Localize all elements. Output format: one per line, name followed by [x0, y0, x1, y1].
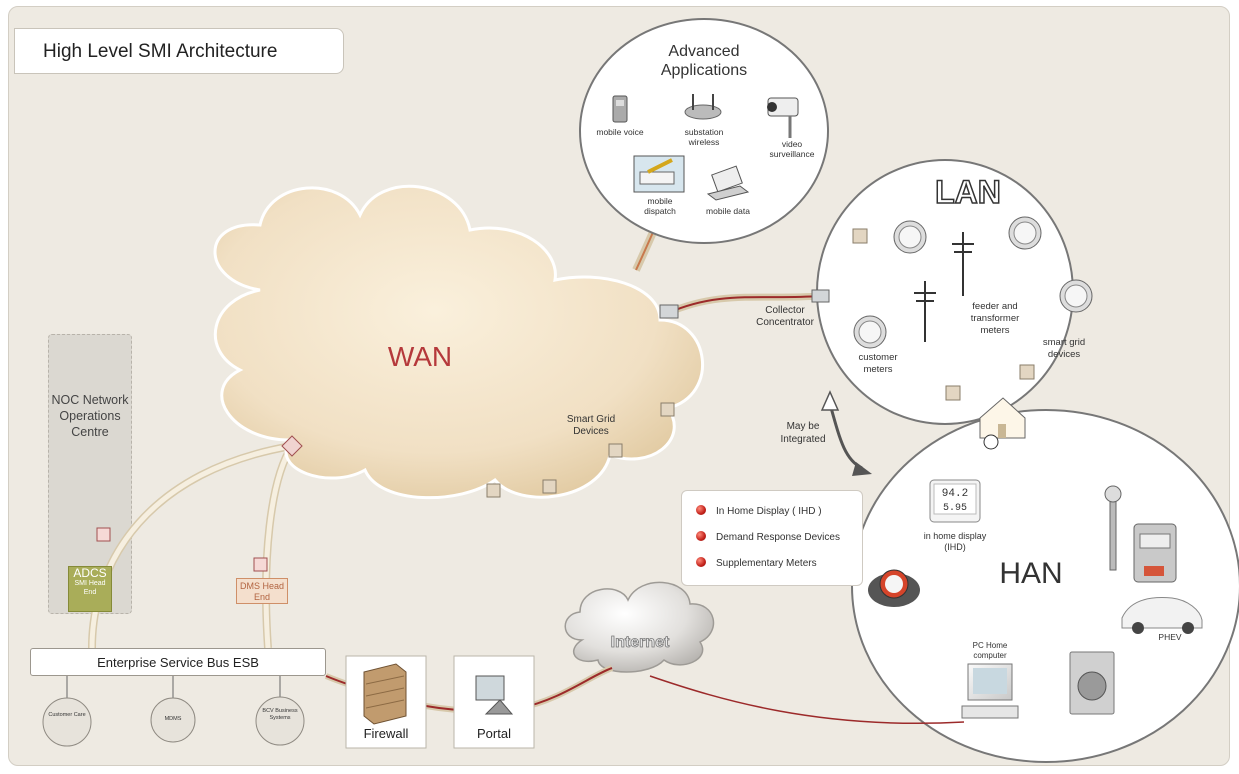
collector-concentrator-label: Collector Concentrator — [756, 305, 814, 328]
wan-label: WAN — [388, 341, 452, 372]
portal-label: Portal — [477, 726, 511, 741]
laptop-icon — [706, 165, 750, 201]
house-icon — [979, 397, 1026, 450]
customer-care-system — [42, 697, 92, 747]
wan-collector-icon — [659, 304, 679, 319]
internet-label: Internet — [611, 634, 670, 651]
wan-lan-link — [666, 292, 821, 317]
wan-junction-icon — [281, 435, 303, 457]
portal-box — [453, 655, 535, 749]
water-meter-icon — [868, 569, 920, 607]
substation-wireless-label: substation wireless — [684, 127, 724, 147]
device-squares — [486, 228, 1035, 498]
meter-icon — [853, 315, 887, 349]
legend-item-ihd: In Home Display ( IHD ) — [696, 505, 822, 517]
phev-car-icon — [1121, 597, 1203, 634]
pc-home-computer-label: PC Home computer — [972, 641, 1008, 660]
red-dot-icon — [696, 505, 706, 515]
meter-icon — [893, 220, 927, 254]
mobile-phone-icon — [612, 95, 628, 123]
dms-head-end: DMS Head End — [236, 578, 288, 604]
enterprise-service-bus: Enterprise Service Bus ESB — [30, 648, 326, 676]
ihd-device-icon: 94.2 5.95 — [929, 479, 981, 523]
advanced-applications-bubble — [579, 18, 829, 244]
mobile-voice-label: mobile voice — [596, 127, 644, 137]
video-camera-icon — [767, 97, 799, 138]
adcs-head-end: ADCS SMI Head End — [68, 566, 112, 612]
mdms-system — [150, 697, 196, 743]
red-dot-icon — [696, 531, 706, 541]
meters — [853, 216, 1093, 349]
han-legend: In Home Display ( IHD ) Demand Response … — [681, 490, 863, 586]
integration-arrow — [820, 390, 872, 476]
noc-label: NOC Network Operations Centre — [51, 393, 129, 439]
ihd-label: in home display (IHD) — [923, 531, 987, 552]
mobile-data-label: mobile data — [706, 206, 750, 216]
meter-icon — [1008, 216, 1042, 250]
mdms-label: MDMS — [164, 716, 182, 722]
video-surveillance-label: video surveillance — [769, 139, 815, 159]
ihd-reading-1: 94.2 — [942, 488, 968, 500]
meter-icon — [1059, 279, 1093, 313]
customer-meters-label: customer meters — [858, 352, 898, 375]
legend-item-supplementary-meters: Supplementary Meters — [696, 557, 817, 569]
customer-care-label: Customer Care — [48, 712, 86, 718]
business-systems-label: BCV Business Systems — [262, 708, 298, 721]
adcs-subtitle: SMI Head End — [74, 580, 106, 596]
advanced-applications-title: Advanced Applications — [660, 43, 748, 79]
adcs-title: ADCS — [73, 566, 107, 580]
diagram-title: High Level SMI Architecture — [14, 28, 344, 74]
pc-computer-icon — [961, 663, 1019, 719]
washing-machine-icon — [1069, 651, 1115, 715]
wan-smart-grid-devices-label: Smart Grid Devices — [566, 414, 616, 437]
internet-cloud — [564, 581, 715, 673]
smart-grid-devices-label: smart grid devices — [1042, 337, 1086, 360]
lan-collector-icon — [811, 289, 830, 303]
utility-pole-icons — [914, 232, 974, 342]
dms-link-node — [253, 557, 268, 572]
firewall-icon — [363, 663, 407, 725]
dispatch-truck-icon — [633, 155, 685, 193]
ihd-reading-2: 5.95 — [943, 503, 967, 514]
phev-label: PHEV — [1158, 632, 1182, 642]
firewall-label: Firewall — [363, 726, 409, 741]
noc-link-node — [96, 527, 111, 542]
mobile-dispatch-label: mobile dispatch — [644, 196, 676, 216]
feeder-transformer-meters-label: feeder and transformer meters — [970, 301, 1020, 336]
wireless-router-icon — [684, 94, 722, 120]
monitor-icon — [475, 675, 514, 715]
esb-connectors — [66, 676, 281, 698]
gas-meter-icon — [1104, 485, 1177, 583]
han-bubble — [819, 162, 1239, 763]
legend-item-demand-response: Demand Response Devices — [696, 531, 840, 543]
business-systems — [255, 696, 305, 746]
han-label: HAN — [999, 557, 1062, 590]
may-be-integrated-label: May be Integrated — [780, 421, 826, 445]
red-dot-icon — [696, 557, 706, 567]
lan-label: LAN — [935, 174, 1001, 210]
